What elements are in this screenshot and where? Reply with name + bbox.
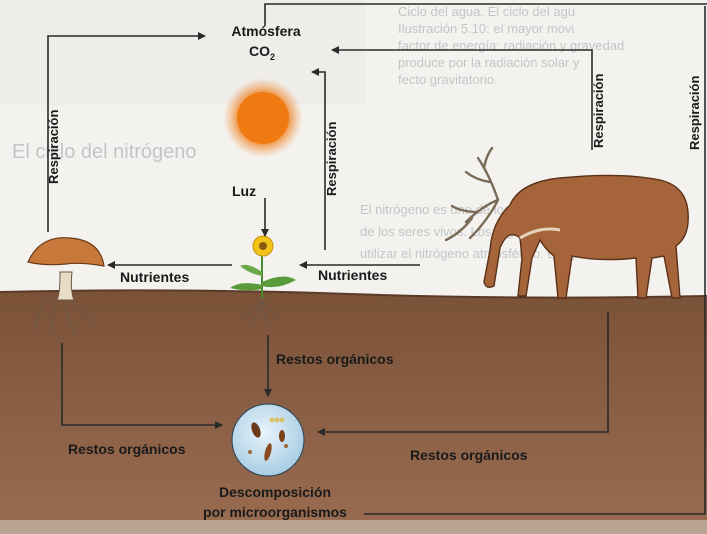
soil-ground <box>0 290 707 534</box>
remains-label-right: Restos orgánicos <box>410 447 528 463</box>
remains-label-center: Restos orgánicos <box>276 351 394 367</box>
nutrients-label-left: Nutrientes <box>120 269 189 285</box>
bg-line-5: fecto gravitatorio. <box>398 72 498 87</box>
light-label: Luz <box>232 183 256 199</box>
decomposition-label-line2: por microorganismos <box>203 504 347 520</box>
decomposition-label-line1: Descomposición <box>219 484 331 500</box>
respiration-label-far-right: Respiración <box>687 76 702 150</box>
deer-icon <box>446 148 688 298</box>
bg-line-1: Ciclo del agua. El ciclo del agu <box>398 4 575 19</box>
atmosphere-label: Atmósfera <box>231 23 300 39</box>
bg-heading: El ciclo del nitrógeno <box>12 141 197 163</box>
respiration-label-center: Respiración <box>324 122 339 196</box>
nutrients-label-right: Nutrientes <box>318 267 387 283</box>
bg-line-4: produce por la radiación solar y <box>398 55 580 70</box>
bg-line-2: Ilustración 5.10: el mayor movi <box>398 21 574 36</box>
remains-label-left: Restos orgánicos <box>68 441 186 457</box>
respiration-label-left: Respiración <box>46 110 61 184</box>
respiration-label-right: Respiración <box>591 74 606 148</box>
microorganisms-icon <box>232 404 304 476</box>
